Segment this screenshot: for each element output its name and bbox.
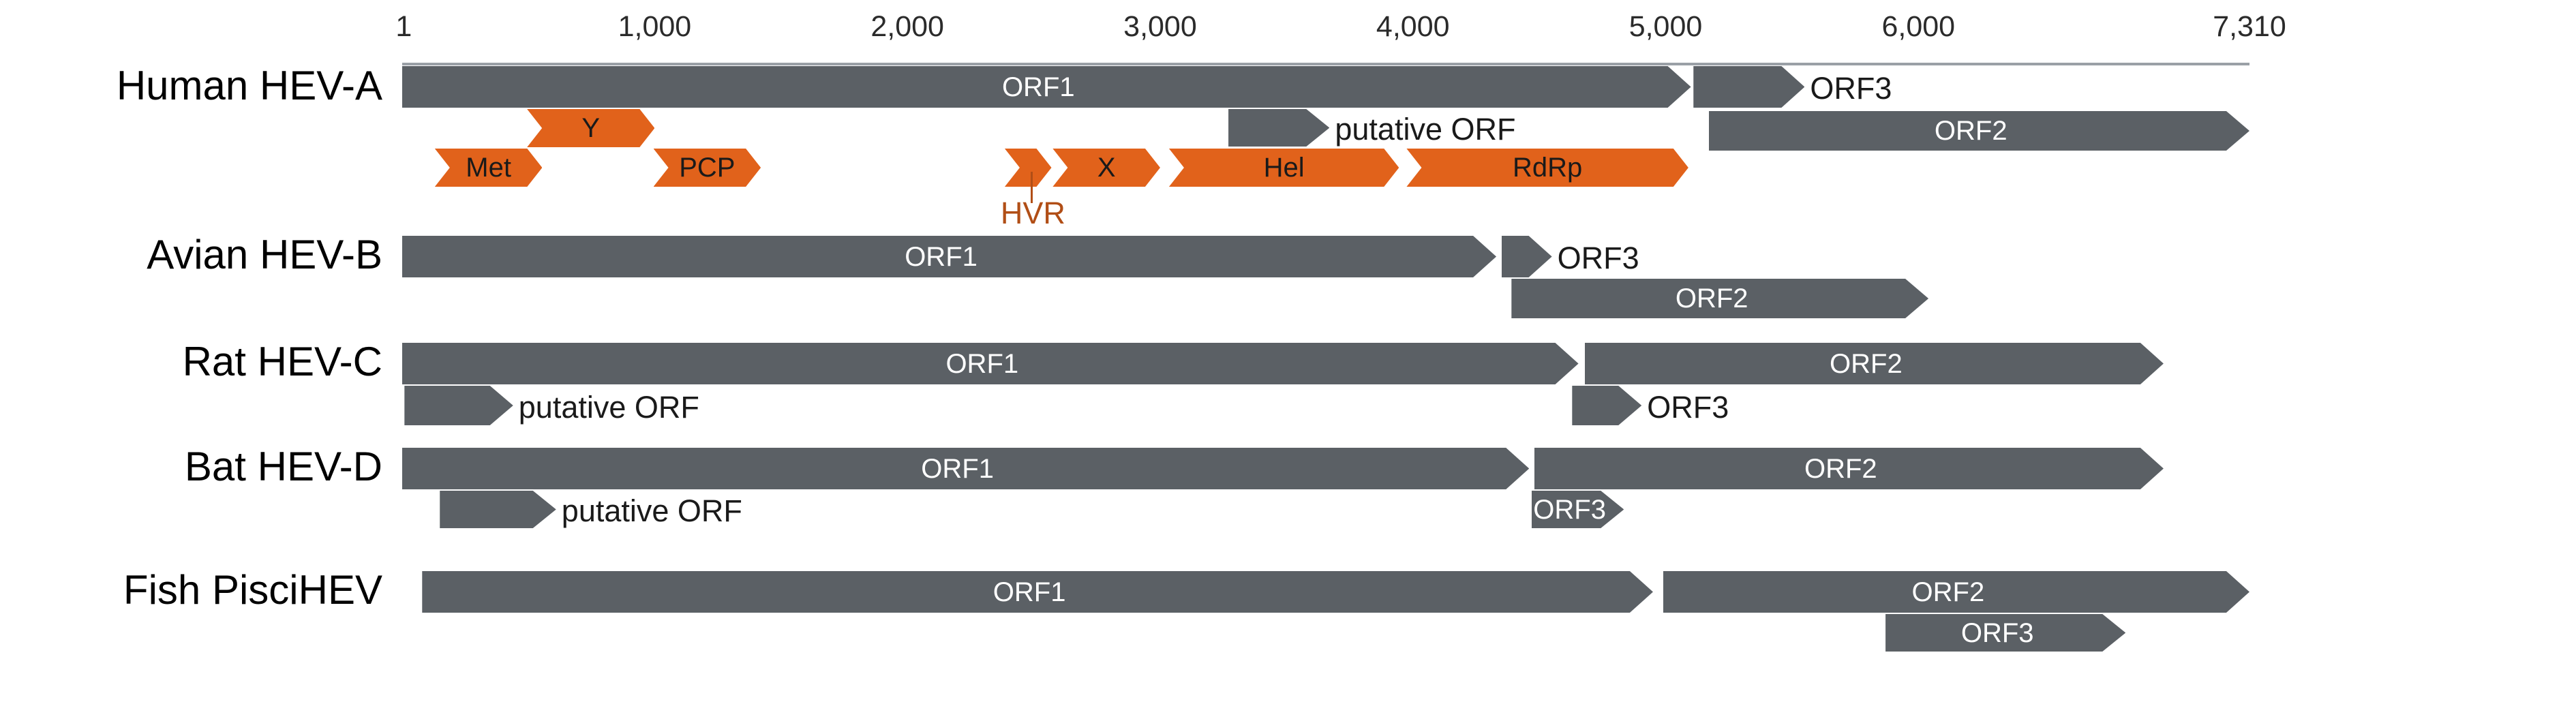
- gene-putative-orf[interactable]: [404, 386, 513, 425]
- axis-tick-label: 7,310: [2213, 10, 2286, 43]
- axis-tick-label: 1,000: [618, 10, 692, 43]
- gene-label: ORF2: [1934, 116, 2007, 146]
- axis-tick-label: 1: [395, 10, 412, 43]
- domain-label: Hel: [1263, 153, 1305, 183]
- axis-rule: [402, 63, 2249, 65]
- gene-label: ORF2: [1675, 284, 1748, 313]
- gene-label: ORF3: [1960, 617, 2034, 648]
- gene-label: ORF1: [1001, 72, 1075, 102]
- domain-met[interactable]: Met: [435, 149, 543, 187]
- gene-putative-orf[interactable]: [1228, 109, 1329, 147]
- domain-y[interactable]: Y: [527, 109, 654, 147]
- gene-orf3[interactable]: [1502, 236, 1552, 277]
- gene-label: ORF2: [1911, 577, 1985, 607]
- gene-external-label: putative ORF: [518, 389, 699, 425]
- gene-label: ORF3: [1533, 494, 1606, 525]
- gene-orf3[interactable]: ORF3: [1532, 491, 1624, 528]
- gene-orf3[interactable]: [1572, 386, 1641, 425]
- gene-putative-orf[interactable]: [440, 491, 556, 528]
- axis-tick-label: 4,000: [1376, 10, 1450, 43]
- domain-label: Y: [581, 113, 601, 143]
- domain-hvr[interactable]: [1005, 149, 1052, 187]
- gene-orf1[interactable]: ORF1: [402, 448, 1529, 489]
- row-label-bat-hev-d: Bat HEV-D: [184, 444, 382, 489]
- axis-tick-label: 5,000: [1628, 10, 1703, 43]
- gene-label: ORF1: [905, 241, 978, 272]
- gene-label: ORF2: [1804, 453, 1877, 484]
- gene-orf2[interactable]: ORF2: [1585, 343, 2164, 384]
- domain-x[interactable]: X: [1052, 149, 1160, 187]
- gene-orf3[interactable]: ORF3: [1885, 614, 2125, 652]
- gene-label: ORF1: [992, 577, 1066, 607]
- gene-orf1[interactable]: ORF1: [402, 343, 1579, 384]
- gene-label: ORF2: [1830, 348, 1903, 379]
- gene-label: ORF1: [945, 348, 1019, 379]
- gene-external-label: putative ORF: [1335, 112, 1516, 147]
- row-label-human-hev-a: Human HEV-A: [116, 63, 382, 108]
- gene-external-label: ORF3: [1810, 71, 1892, 106]
- gene-orf2[interactable]: ORF2: [1663, 571, 2249, 613]
- gene-orf2[interactable]: ORF2: [1709, 111, 2249, 151]
- row-label-avian-hev-b: Avian HEV-B: [147, 232, 382, 277]
- domain-rdrp[interactable]: RdRp: [1406, 149, 1688, 187]
- row-label-fish-piscihev: Fish PisciHEV: [123, 567, 382, 613]
- gene-label: ORF1: [921, 453, 994, 484]
- axis-tick-label: 3,000: [1123, 10, 1197, 43]
- row-label-rat-hev-c: Rat HEV-C: [182, 339, 382, 384]
- hvr-leader-line: [1030, 172, 1033, 203]
- gene-orf3[interactable]: [1693, 66, 1804, 108]
- gene-orf2[interactable]: ORF2: [1511, 279, 1928, 318]
- gene-external-label: ORF3: [1647, 389, 1729, 425]
- genome-axis: 1 1,000 2,000 3,000 4,000 5,000 6,000 7,310: [0, 0, 2576, 68]
- axis-tick-label: 2,000: [870, 10, 944, 43]
- domain-label: X: [1097, 153, 1116, 183]
- domain-label: Met: [466, 153, 511, 183]
- gene-orf1[interactable]: ORF1: [402, 236, 1496, 277]
- gene-orf1[interactable]: ORF1: [402, 66, 1691, 108]
- domain-label: PCP: [679, 153, 736, 183]
- gene-orf1[interactable]: ORF1: [422, 571, 1653, 613]
- domain-pcp[interactable]: PCP: [654, 149, 761, 187]
- gene-external-label: ORF3: [1557, 241, 1639, 275]
- axis-tick-label: 6,000: [1881, 10, 1956, 43]
- gene-orf2[interactable]: ORF2: [1534, 448, 2164, 489]
- domain-label: RdRp: [1513, 153, 1583, 183]
- gene-external-label: putative ORF: [561, 493, 742, 528]
- domain-label-hvr: HVR: [1000, 196, 1065, 230]
- domain-hel[interactable]: Hel: [1169, 149, 1399, 187]
